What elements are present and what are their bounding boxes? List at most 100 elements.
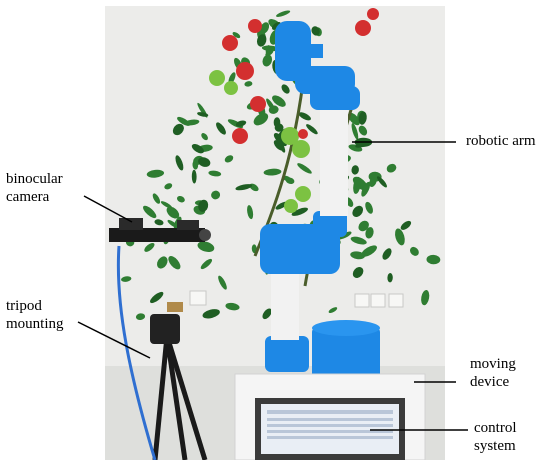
leaf [172,123,184,136]
leaf [263,168,282,176]
leaf [297,163,312,174]
leaf [197,112,209,117]
leaf [361,181,371,197]
leaf [164,183,173,190]
leaf [358,125,368,136]
moving-device-label-line2: device [470,374,510,390]
apples [209,8,379,213]
leaf [150,291,164,304]
leaf [202,309,220,319]
leaf [352,267,364,278]
leaf [351,165,359,175]
leaf [198,157,211,167]
leaf [382,248,392,260]
leaf [253,113,269,126]
leaf [358,220,369,232]
leaf [369,177,377,187]
leaf [298,112,311,121]
leaf [192,160,199,170]
leaf [350,251,365,260]
binocular-camera-label-line2: camera [6,189,50,205]
leaf [365,227,374,239]
leaf [225,302,240,311]
leaf [348,112,360,126]
leaf [143,205,157,219]
leaf [176,195,185,203]
leaf [232,32,241,39]
leaf [361,245,377,257]
leaf [276,138,286,153]
leaf [400,220,412,230]
leaf [235,120,247,127]
leaf [262,54,273,67]
leaf [311,26,320,36]
leaf [167,219,178,228]
binocular-camera [109,218,211,242]
control-system-label-line1: control [474,420,517,436]
robotic-arm-label: robotic arm [466,133,536,149]
leaf [200,258,213,270]
leaf [152,193,161,204]
leaf [166,206,180,219]
leaf [426,254,441,265]
leaf [386,163,397,173]
moving-device [234,373,426,460]
leaf [175,155,184,171]
leaf [191,169,197,184]
leaf [262,308,272,320]
leaf [387,273,393,283]
leaf [376,176,387,188]
moving-device-label-line1: moving [470,356,516,372]
leaf [244,81,253,87]
leaf [160,201,173,209]
leaf [144,242,155,252]
leaf [224,155,234,163]
leaf [216,122,226,135]
leaf [121,276,132,282]
leaf [157,256,168,269]
leaf [201,133,208,141]
leaf [211,190,221,200]
leaf [276,10,291,17]
leaf [235,184,253,191]
leaf [198,199,209,212]
leaf [410,246,419,256]
leaf [352,205,364,217]
leaf [256,34,267,47]
leaf [268,105,279,114]
leaf [272,95,286,107]
leaf [281,84,290,94]
leaf [154,219,164,226]
leaf [395,228,405,246]
leaf [168,256,181,270]
leaf [184,119,200,126]
binocular-camera-label-line1: binocular [6,171,63,187]
leaf [421,289,430,306]
leaf [208,170,222,177]
leaf [274,123,284,132]
setup-photo [105,6,445,460]
leaf [197,241,215,252]
leaf [218,275,227,290]
leaf [365,201,373,214]
leaf [135,313,146,321]
leaf [306,124,318,135]
leaf [358,111,367,125]
camera-cable [116,245,157,460]
leaf [146,169,165,178]
control-system-label-line2: system [474,438,516,454]
leaf [328,307,338,314]
tripod-mounting-label-line2: mounting [6,316,64,332]
leaf [291,207,308,216]
tripod-mounting-label-line1: tripod [6,298,42,314]
leaf [191,144,204,154]
leaf [265,49,274,57]
leaf [351,123,359,140]
leaf [271,22,281,30]
leaf [350,236,367,245]
tripod [150,302,208,460]
leaf [353,176,361,194]
robotic-arm [260,21,380,398]
